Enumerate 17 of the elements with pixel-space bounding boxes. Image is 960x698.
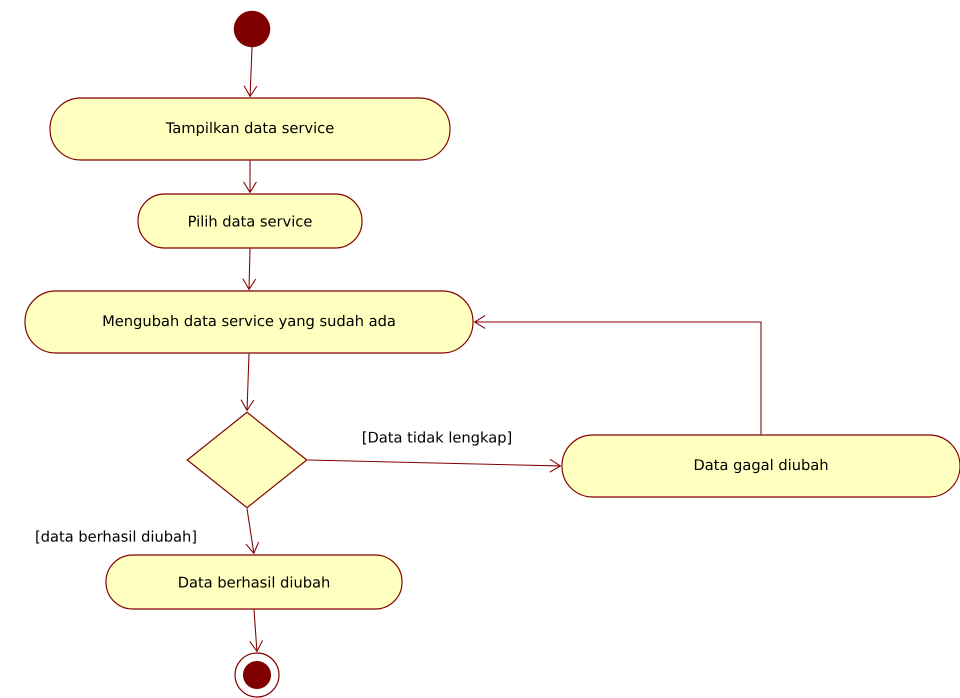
arrow: [242, 248, 256, 290]
arrow: [308, 458, 562, 473]
action-box: Mengubah data service yang sudah ada: [24, 290, 474, 354]
arrow: [240, 354, 254, 412]
arrow: [245, 508, 260, 554]
arrow: [244, 47, 258, 98]
arrow: [249, 610, 264, 652]
end-node: [234, 652, 280, 698]
edge-label: [Data tidak lengkap]: [360, 430, 514, 447]
action-box: Data gagal diubah: [561, 434, 960, 498]
action-box: Pilih data service: [137, 193, 363, 249]
start-node: [234, 10, 270, 48]
action-box: Tampilkan data service: [49, 97, 451, 161]
action-box: Data berhasil diubah: [105, 554, 403, 610]
edge-label: [data berhasil diubah]: [34, 529, 198, 545]
arrow: [474, 315, 762, 434]
arrow: [243, 160, 257, 194]
